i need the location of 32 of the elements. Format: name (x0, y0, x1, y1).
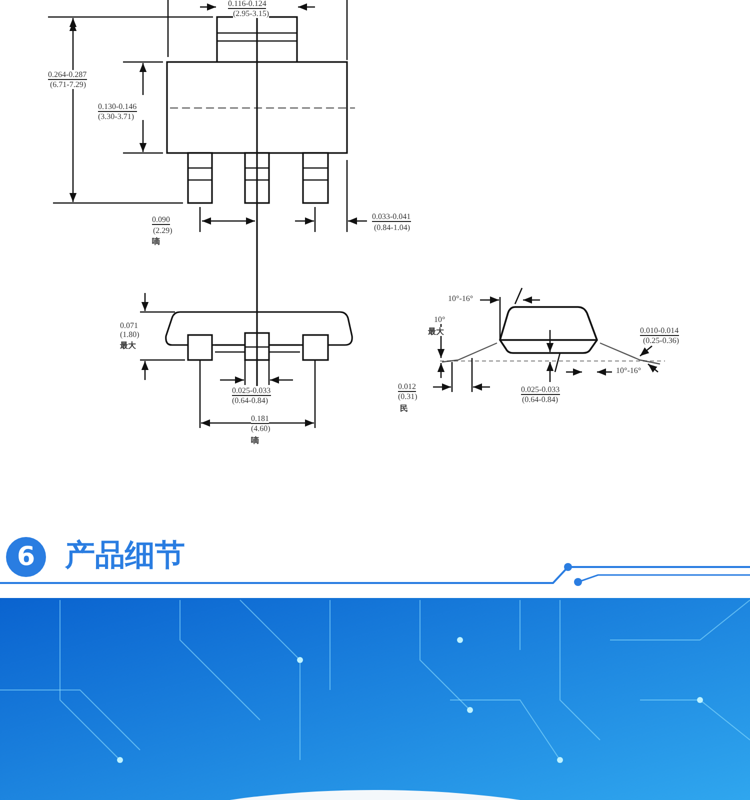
dimension-label: 0.012 (398, 382, 416, 392)
dimension-label: 0.116-0.124 (228, 0, 266, 9)
dimension-label: 0.071 (120, 321, 138, 331)
dimension-label: 0.025-0.033 (232, 386, 271, 396)
dimension-label: (4.60) (251, 424, 270, 433)
note-text: 最大 (428, 327, 444, 336)
dimension-label: (1.80) (120, 330, 140, 339)
dimension-label: (0.31) (398, 392, 418, 401)
dimension-label: (0.84-1.04) (374, 223, 410, 232)
dimension-label: 10° (434, 315, 446, 324)
note-text: 最大 (120, 341, 136, 350)
dimension-label: 10°-16° (448, 294, 474, 303)
dimension-label: (2.95-3.15) (233, 9, 269, 18)
dimension-label: (6.71-7.29) (50, 80, 86, 89)
dimension-label: 0.090 (152, 215, 170, 225)
dimension-label: (0.64-0.84) (232, 396, 268, 405)
dimension-label: (0.64-0.84) (522, 395, 558, 404)
dimension-label: (3.30-3.71) (98, 112, 134, 121)
dimension-label: 0.010-0.014 (640, 326, 679, 336)
dimension-label: 0.181 (251, 414, 269, 424)
dimension-label: 10°-16° (616, 366, 642, 375)
dimension-label: (2.29) (153, 226, 172, 235)
dimension-label: 0.025-0.033 (521, 385, 560, 395)
section-number: 6 (6, 537, 46, 577)
dimension-label: 0.264-0.287 (48, 70, 87, 80)
dimension-label: 0.130-0.146 (98, 102, 137, 112)
dimension-label: (0.25-0.36) (643, 336, 679, 345)
note-text: 嘀 (152, 237, 160, 246)
section-title: 产品细节 (65, 538, 185, 574)
dimension-label: 0.033-0.041 (372, 212, 411, 222)
note-text: 民 (400, 404, 408, 413)
note-text: 嘀 (251, 436, 259, 445)
